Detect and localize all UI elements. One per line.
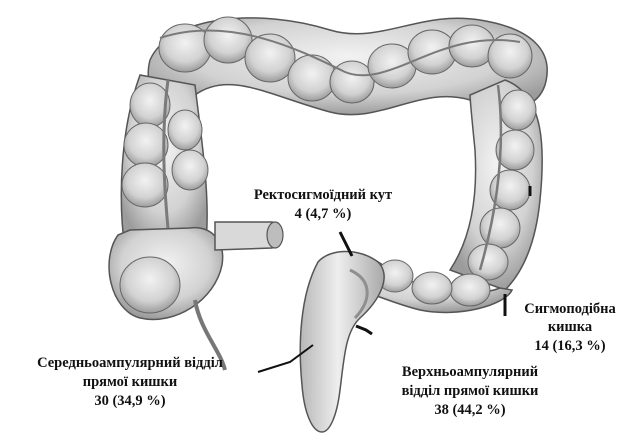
label-upper-ampullary-name-2: відділ прямої кишки — [402, 383, 539, 399]
label-sigmoid-name-1: Сигмоподібна — [524, 301, 616, 317]
label-sigmoid: Сигмоподібна кишка 14 (16,3 %) — [524, 301, 616, 354]
cecum-pouch — [120, 257, 180, 313]
label-sigmoid-name-2: кишка — [548, 319, 593, 335]
label-sigmoid-value: 14 (16,3 %) — [534, 338, 605, 354]
label-mid-ampullary-name-2: прямої кишки — [83, 374, 178, 390]
rectum — [300, 252, 384, 433]
label-upper-ampullary: Верхньоампулярний відділ прямої кишки 38… — [402, 364, 539, 418]
label-upper-ampullary-value: 38 (44,2 %) — [434, 402, 505, 418]
label-mid-ampullary-value: 30 (34,9 %) — [94, 393, 165, 409]
label-mid-ampullary-name-1: Середньоампулярний відділ — [37, 355, 223, 371]
label-rectosigmoid: Ректосигмоїдний кут 4 (4,7 %) — [254, 187, 392, 222]
label-rectosigmoid-name: Ректосигмоїдний кут — [254, 187, 392, 203]
ileum-opening — [267, 222, 283, 248]
label-upper-ampullary-name-1: Верхньоампулярний — [402, 364, 538, 380]
label-rectosigmoid-value: 4 (4,7 %) — [295, 206, 352, 222]
leader-upper-ampullary — [356, 326, 372, 334]
label-mid-ampullary: Середньоампулярний відділ прямої кишки 3… — [37, 355, 223, 409]
